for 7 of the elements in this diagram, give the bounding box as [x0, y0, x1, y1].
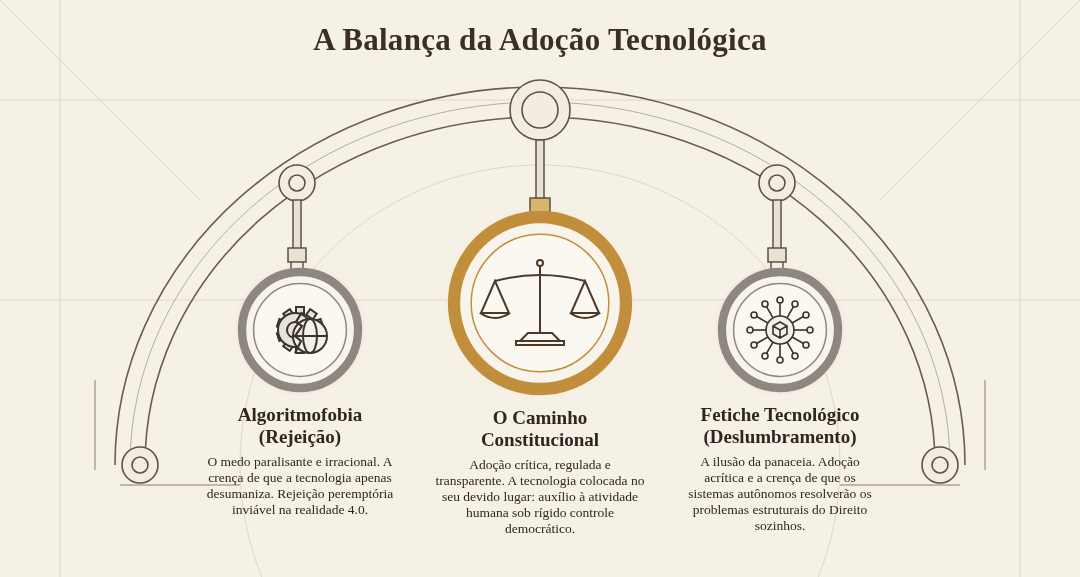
- diagram-title: A Balança da Adoção Tecnológica: [313, 22, 767, 58]
- node-description: A ilusão da panaceia. Adoção acrítica e a crença de que os sistemas autônomos resolverão os problemas estruturais do Direito sozinhos.: [687, 453, 873, 535]
- node-description: Adoção crítica, regulada e transparente. A tecnologia colocada no seu devido lugar: auxílio à atividade humana sob rígido controle democrático.: [435, 456, 645, 538]
- node-heading: O Caminho Constitucional: [479, 407, 601, 451]
- node-heading: Fetiche Tecnológico (Deslumbramento): [699, 404, 861, 448]
- node-description: O medo paralisante e irracional. A crença de que a tecnologia apenas desumaniza. Rejeição peremptória inviável na realidade 4.0.: [205, 453, 395, 519]
- node-heading: Algoritmofobia (Rejeição): [236, 404, 364, 448]
